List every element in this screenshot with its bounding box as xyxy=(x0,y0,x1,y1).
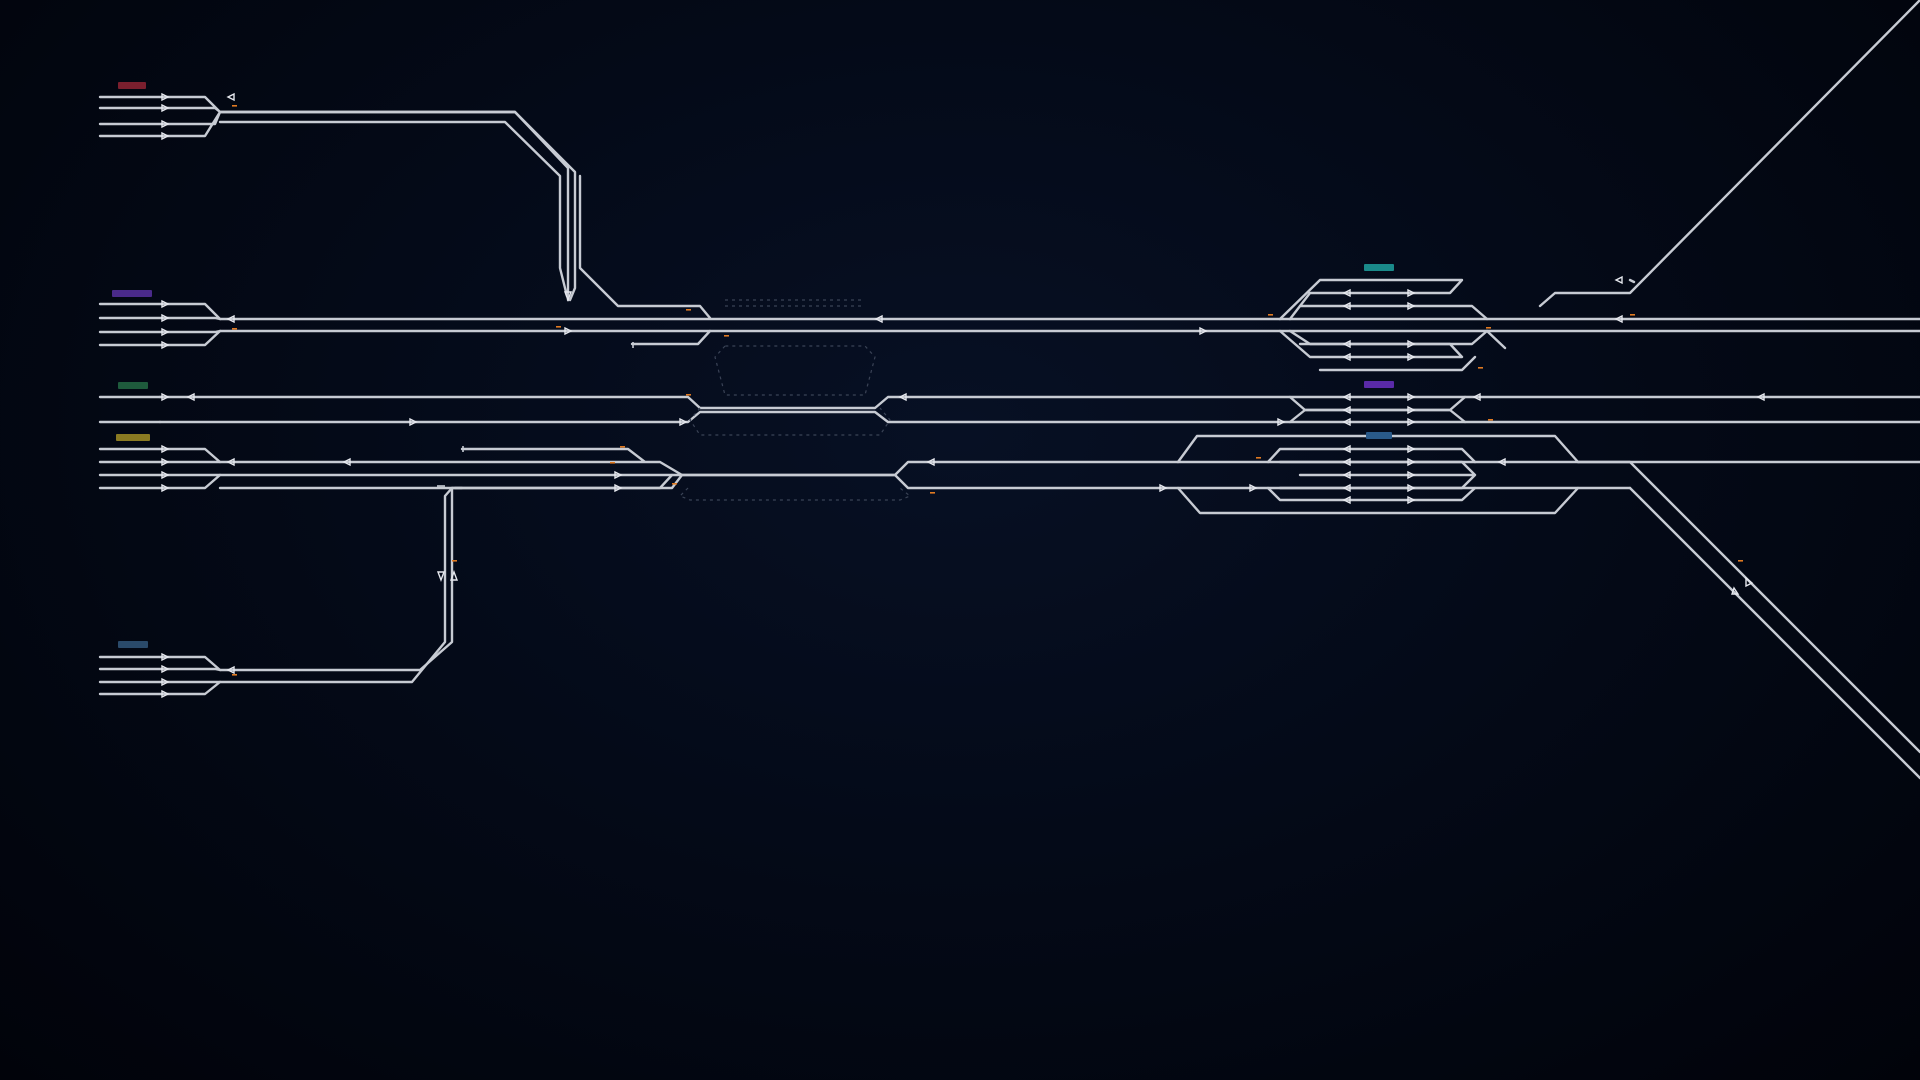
signal-forward-icon xyxy=(1407,470,1416,480)
signal-forward-icon xyxy=(1407,352,1416,362)
signal-forward-icon xyxy=(161,313,170,323)
signal-forward-icon xyxy=(161,652,170,662)
signal-backward-icon xyxy=(1614,314,1623,324)
signal-forward-icon xyxy=(1407,405,1416,415)
station-tag-east-top[interactable] xyxy=(1364,264,1394,271)
signal-forward-icon xyxy=(679,417,688,427)
signal-forward-icon xyxy=(161,119,170,129)
station-east-top-complex[interactable] xyxy=(1278,0,1920,372)
signal-marker-group xyxy=(232,105,1743,676)
signal-forward-icon xyxy=(1407,392,1416,402)
signal-backward-icon xyxy=(1342,301,1351,311)
signal-backward-icon xyxy=(449,570,459,581)
signal-backward-icon xyxy=(1342,352,1351,362)
signal-forward-icon xyxy=(161,92,170,102)
signal-backward-icon xyxy=(342,457,351,467)
signal-backward-icon xyxy=(926,457,935,467)
signal-forward-icon xyxy=(161,299,170,309)
signal-forward-icon xyxy=(409,417,418,427)
station-tag-entry-5[interactable] xyxy=(118,641,148,648)
signal-forward-icon xyxy=(1407,444,1416,454)
signal-backward-icon xyxy=(186,392,195,402)
entry-group-4[interactable] xyxy=(98,447,222,490)
signal-forward-icon xyxy=(161,340,170,350)
track-main-5[interactable] xyxy=(218,447,684,477)
signal-backward-icon xyxy=(226,457,235,467)
dashed-zone-group xyxy=(678,299,912,501)
station-tag-entry-1[interactable] xyxy=(118,82,146,89)
station-east-mid-complex[interactable] xyxy=(1288,395,1467,424)
signal-forward-icon xyxy=(614,483,623,493)
signal-forward-icon xyxy=(161,689,170,699)
track-main-6[interactable] xyxy=(453,473,1632,490)
signal-backward-icon xyxy=(1472,392,1481,402)
signal-forward-icon xyxy=(161,103,170,113)
entry-group-2[interactable] xyxy=(98,302,222,347)
signal-forward-icon xyxy=(1407,339,1416,349)
signal-forward-icon xyxy=(1159,483,1168,493)
signal-backward-icon xyxy=(226,92,235,102)
signal-forward-icon xyxy=(161,392,170,402)
signal-backward-icon xyxy=(898,392,907,402)
signal-backward-icon xyxy=(1756,392,1765,402)
signal-backward-icon xyxy=(1342,470,1351,480)
signal-forward-icon xyxy=(1407,301,1416,311)
signal-backward-icon xyxy=(1342,339,1351,349)
signal-backward-icon xyxy=(1342,417,1351,427)
track-branch-north[interactable] xyxy=(218,110,570,302)
station-tag-entry-2[interactable] xyxy=(112,290,152,297)
signal-forward-icon xyxy=(161,483,170,493)
signal-forward-icon xyxy=(1407,288,1416,298)
signal-backward-icon xyxy=(1342,405,1351,415)
entry-group-3[interactable] xyxy=(98,395,162,424)
signal-forward-icon xyxy=(1249,483,1258,493)
signal-group[interactable] xyxy=(161,92,1765,699)
signal-backward-icon xyxy=(1731,586,1740,595)
signal-backward-icon xyxy=(1614,275,1623,285)
signal-backward-icon xyxy=(1342,288,1351,298)
signal-forward-icon xyxy=(563,291,573,302)
signal-backward-icon xyxy=(1342,392,1351,402)
signal-forward-icon xyxy=(1407,457,1416,467)
signal-backward-icon xyxy=(1497,457,1506,467)
track-main-4[interactable] xyxy=(158,410,1920,424)
signal-forward-icon xyxy=(161,444,170,454)
station-tag-east-mid[interactable] xyxy=(1364,381,1394,388)
signal-backward-icon xyxy=(1342,444,1351,454)
signal-forward-icon xyxy=(1199,326,1208,336)
signal-forward-icon xyxy=(614,470,623,480)
signal-forward-icon xyxy=(161,131,170,141)
entry-group-1[interactable] xyxy=(98,95,577,302)
signal-backward-icon xyxy=(226,314,235,324)
signal-forward-icon xyxy=(161,677,170,687)
signal-backward-icon xyxy=(226,665,235,675)
buffer-stop-group xyxy=(437,342,634,487)
signal-forward-icon xyxy=(161,470,170,480)
station-tag-entry-3[interactable] xyxy=(118,382,148,389)
signal-forward-icon xyxy=(1745,576,1754,588)
station-tag-east-low[interactable] xyxy=(1366,432,1392,439)
signal-forward-icon xyxy=(1407,483,1416,493)
signal-forward-icon xyxy=(161,457,170,467)
signal-backward-icon xyxy=(1342,457,1351,467)
station-tag-entry-4[interactable] xyxy=(116,434,150,441)
track-main-3[interactable] xyxy=(158,395,1920,410)
signal-backward-icon xyxy=(1342,483,1351,493)
signal-backward-icon xyxy=(874,314,883,324)
signal-forward-icon xyxy=(161,327,170,337)
signal-forward-icon xyxy=(564,326,573,336)
signal-backward-icon xyxy=(1342,495,1351,505)
signal-forward-icon xyxy=(1407,495,1416,505)
signal-forward-icon xyxy=(436,571,446,582)
signal-forward-icon xyxy=(1407,417,1416,427)
signal-forward-icon xyxy=(161,664,170,674)
entry-group-5[interactable] xyxy=(98,655,222,696)
signal-forward-icon xyxy=(1277,417,1286,427)
